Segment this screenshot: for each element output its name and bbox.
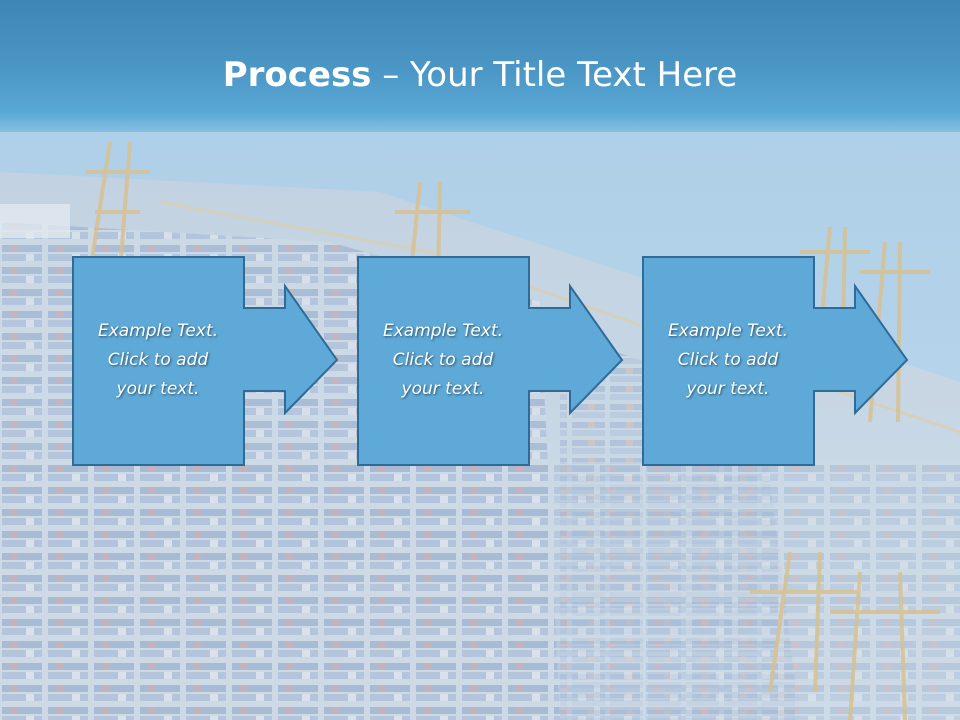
slide-title[interactable]: Process – Your Title Text Here bbox=[0, 52, 960, 98]
title-bold-text: Process bbox=[222, 55, 372, 95]
process-step-1[interactable]: Example Text. Click to add your text. bbox=[72, 256, 342, 466]
title-band bbox=[0, 0, 960, 132]
step-text[interactable]: Example Text. Click to add your text. bbox=[72, 256, 244, 464]
step-line-3: your text. bbox=[116, 378, 200, 399]
step-line-3: your text. bbox=[401, 378, 485, 399]
step-line-2: Click to add bbox=[677, 349, 779, 370]
arrow-box-shape bbox=[357, 256, 624, 466]
step-line-2: Click to add bbox=[107, 349, 209, 370]
step-text[interactable]: Example Text. Click to add your text. bbox=[642, 256, 814, 464]
arrow-box-shape bbox=[642, 256, 909, 466]
arrow-box-shape bbox=[72, 256, 339, 466]
step-line-1: Example Text. bbox=[382, 320, 504, 341]
process-step-3[interactable]: Example Text. Click to add your text. bbox=[642, 256, 912, 466]
step-text[interactable]: Example Text. Click to add your text. bbox=[357, 256, 529, 464]
step-line-1: Example Text. bbox=[97, 320, 219, 341]
step-line-1: Example Text. bbox=[667, 320, 789, 341]
title-rest-text: – Your Title Text Here bbox=[371, 55, 738, 95]
step-line-3: your text. bbox=[686, 378, 770, 399]
step-line-2: Click to add bbox=[392, 349, 494, 370]
process-step-2[interactable]: Example Text. Click to add your text. bbox=[357, 256, 627, 466]
